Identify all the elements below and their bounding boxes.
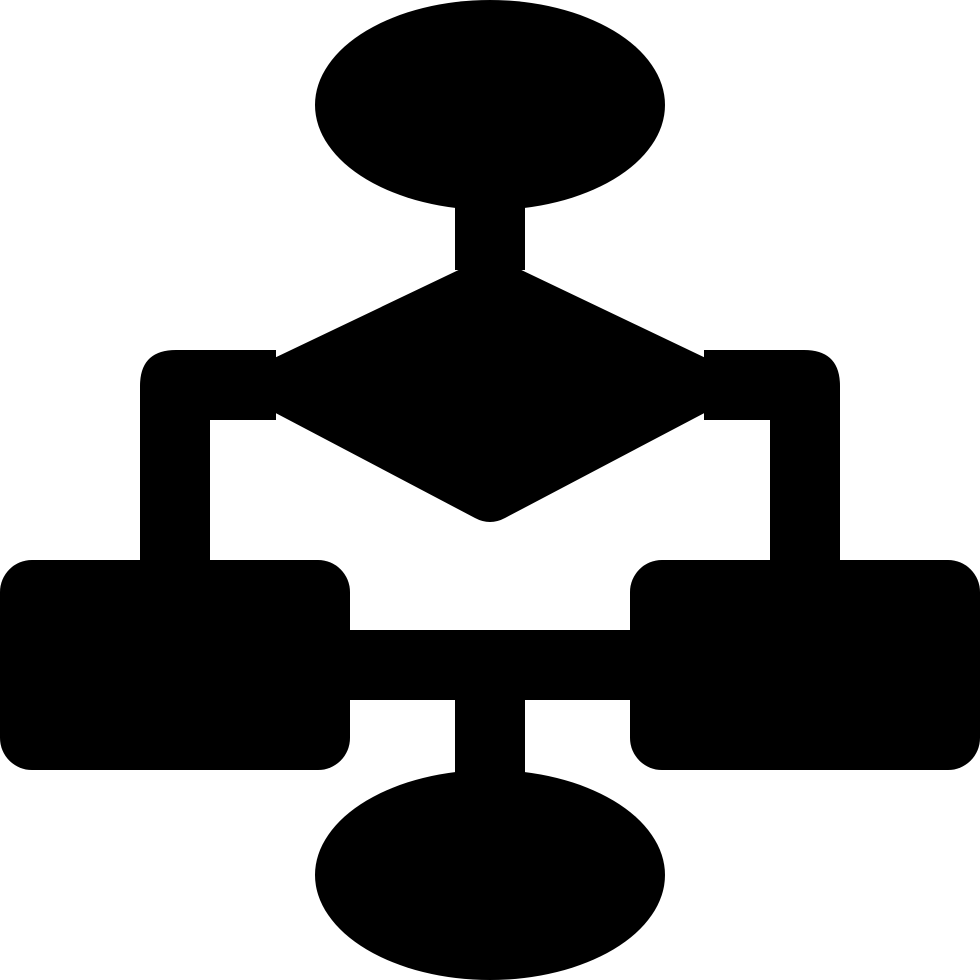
decision-node <box>268 255 712 522</box>
merge-connector <box>345 630 635 700</box>
end-node <box>315 770 665 980</box>
process-node-right <box>630 560 980 770</box>
right-branch-connector <box>704 350 840 560</box>
left-branch-connector <box>140 350 276 560</box>
bottom-connector <box>455 695 525 780</box>
start-node <box>315 0 665 210</box>
process-node-left <box>0 560 350 770</box>
